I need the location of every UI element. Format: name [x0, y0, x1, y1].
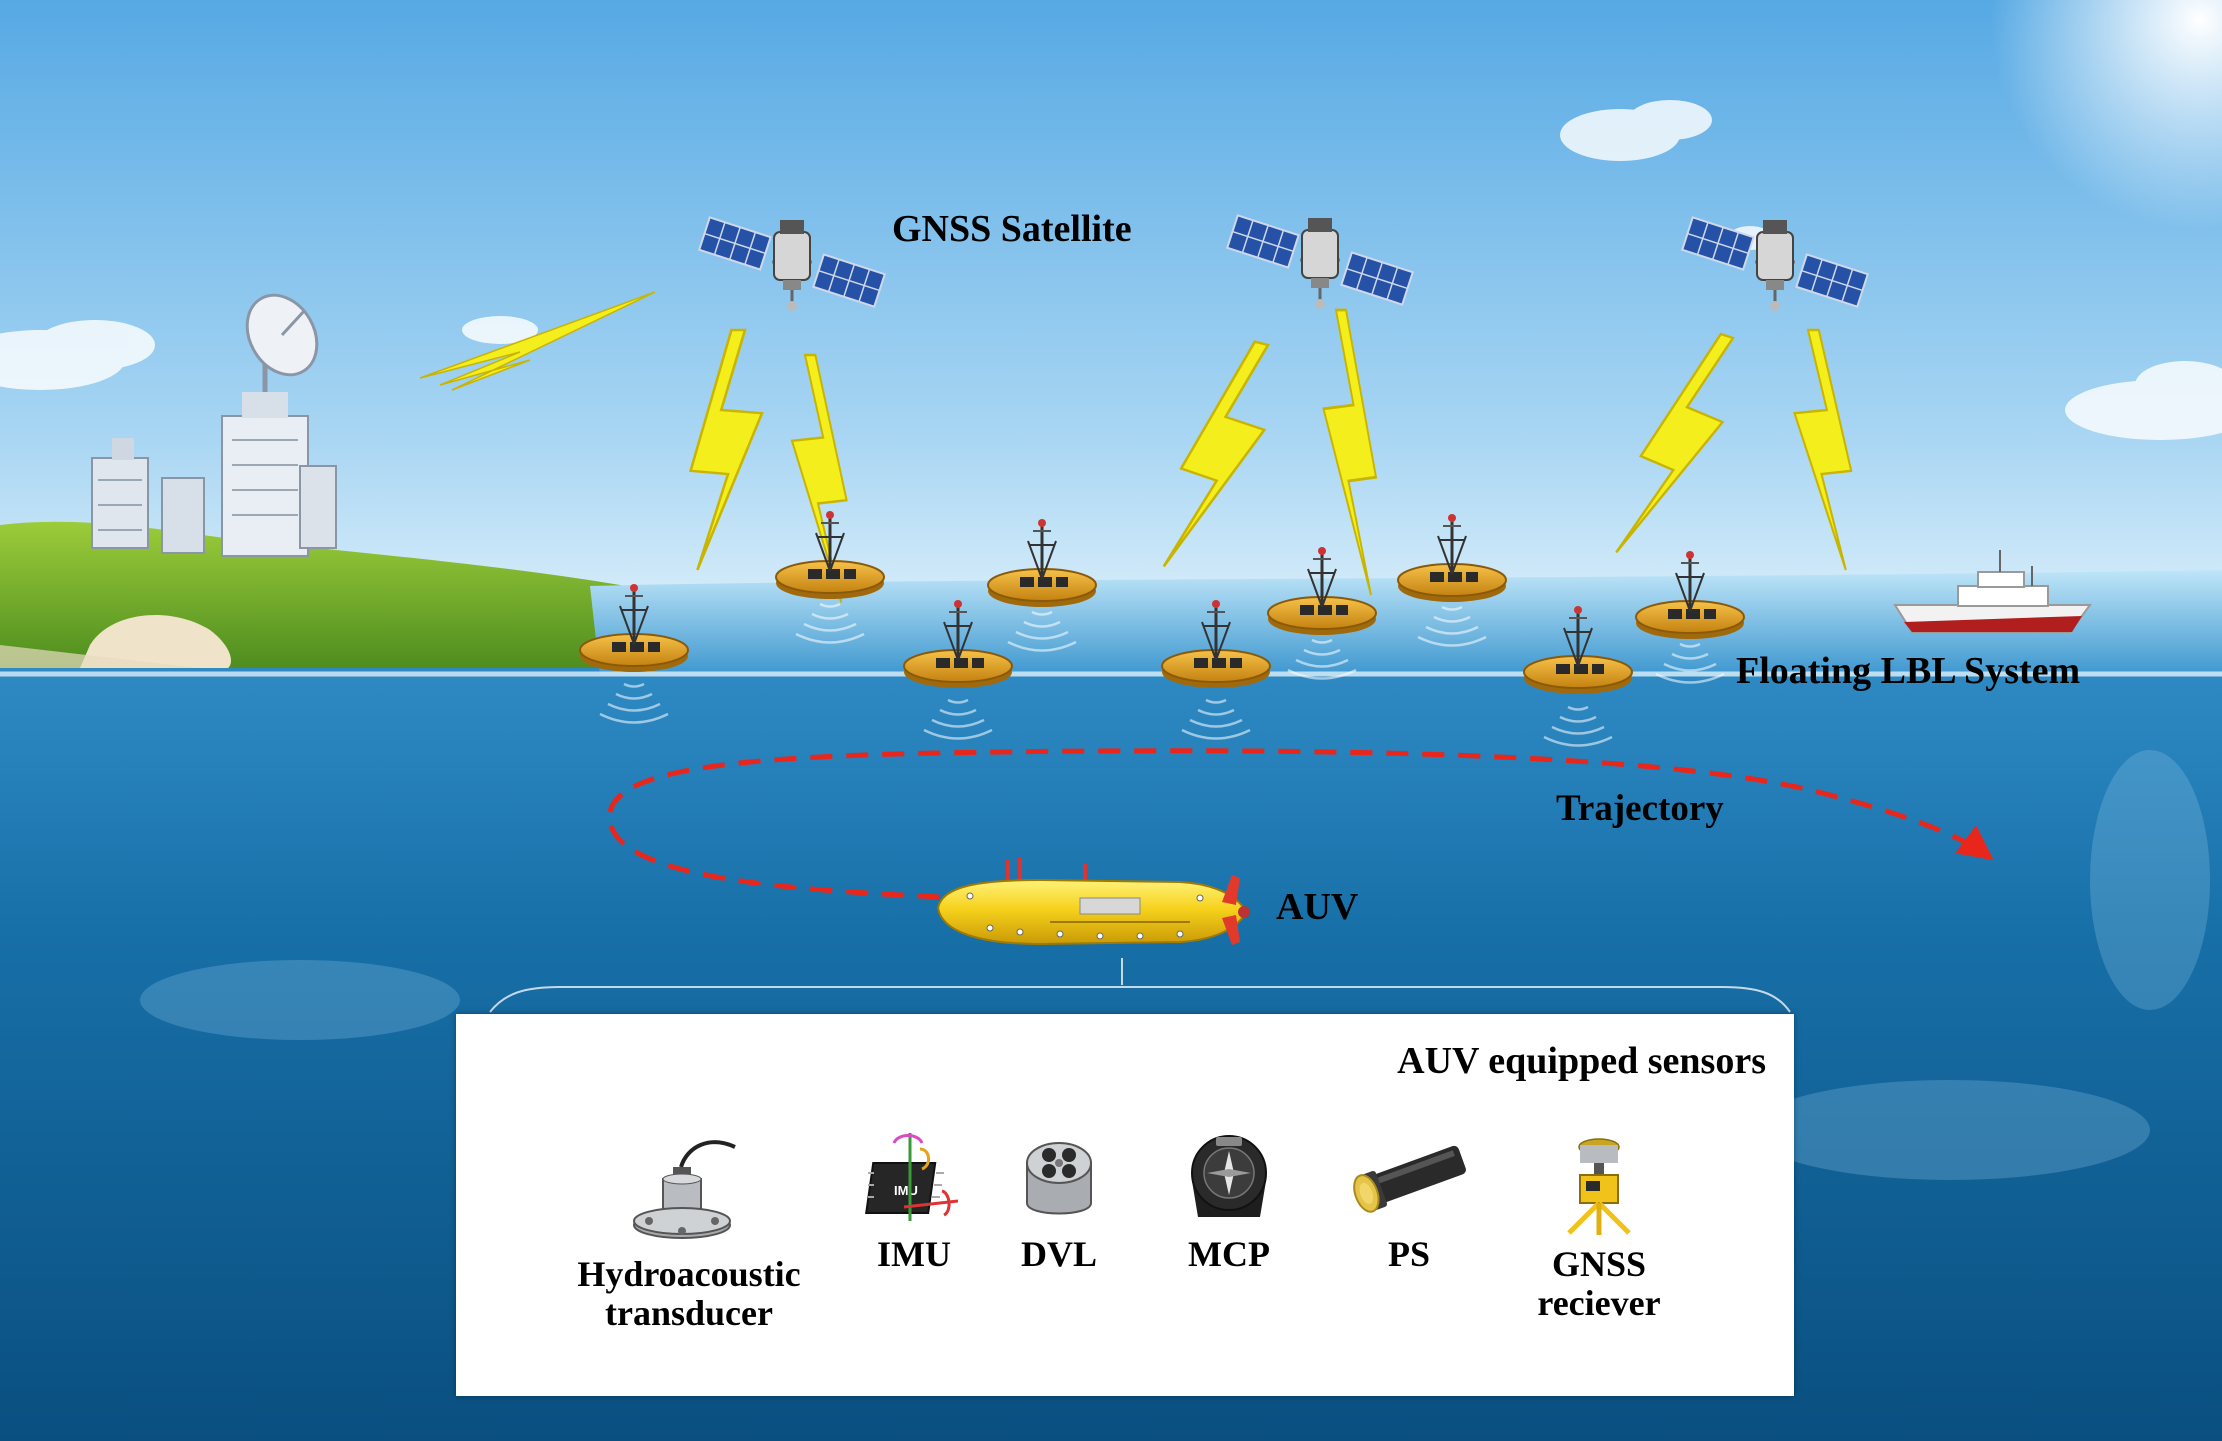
sensor-hydroacoustic-transducer: Hydroacoustic transducer [544, 1129, 834, 1333]
sensor-ps: PS [1334, 1129, 1484, 1274]
imu-chip-text: IMU [894, 1183, 918, 1198]
sensor-hydroacoustic-label-line1: Hydroacoustic [577, 1254, 801, 1294]
survey-ship [1893, 550, 2092, 633]
sensor-mcp-label: MCP [1188, 1234, 1270, 1274]
sensor-imu-label: IMU [877, 1234, 951, 1274]
sensor-ps-label: PS [1387, 1234, 1430, 1274]
coastline-city [0, 293, 680, 668]
sensor-mcp: MCP [1164, 1129, 1294, 1274]
auv-label: AUV [1276, 886, 1359, 928]
sensors-panel-title: AUV equipped sensors [1397, 1040, 1766, 1082]
auv-vehicle [936, 858, 1250, 946]
auv-trajectory-path [607, 748, 1994, 900]
imu-chip-icon: IMU [865, 1133, 959, 1221]
pressure-sensor-icon [1353, 1145, 1466, 1213]
sensor-gnss-receiver: GNSS reciever [1514, 1129, 1684, 1323]
sensor-dvl-label: DVL [1020, 1234, 1097, 1274]
sensor-imu: IMU IMU [854, 1129, 974, 1274]
sensor-hydroacoustic-label-line2: transducer [605, 1292, 773, 1333]
signal-lightning-bolts [419, 291, 1853, 604]
gnss-receiver-icon [1567, 1138, 1631, 1235]
dvl-icon [1026, 1142, 1092, 1215]
gnss-satellite-label: GNSS Satellite [892, 208, 1132, 250]
trajectory-label: Trajectory [1556, 788, 1724, 829]
sensor-dvl: DVL [1004, 1129, 1114, 1274]
panel-connector [489, 958, 1791, 1013]
floating-lbl-system-label: Floating LBL System [1736, 650, 2081, 692]
sensors-panel: AUV equipped sensors Hydroacoustic trans… [456, 1014, 1794, 1396]
hydroacoustic-transducer-icon [633, 1140, 736, 1239]
sensor-gnss-label-line2: reciever [1537, 1282, 1661, 1323]
sensor-gnss-label-line1: GNSS [1551, 1244, 1647, 1284]
compass-icon [1191, 1135, 1267, 1217]
